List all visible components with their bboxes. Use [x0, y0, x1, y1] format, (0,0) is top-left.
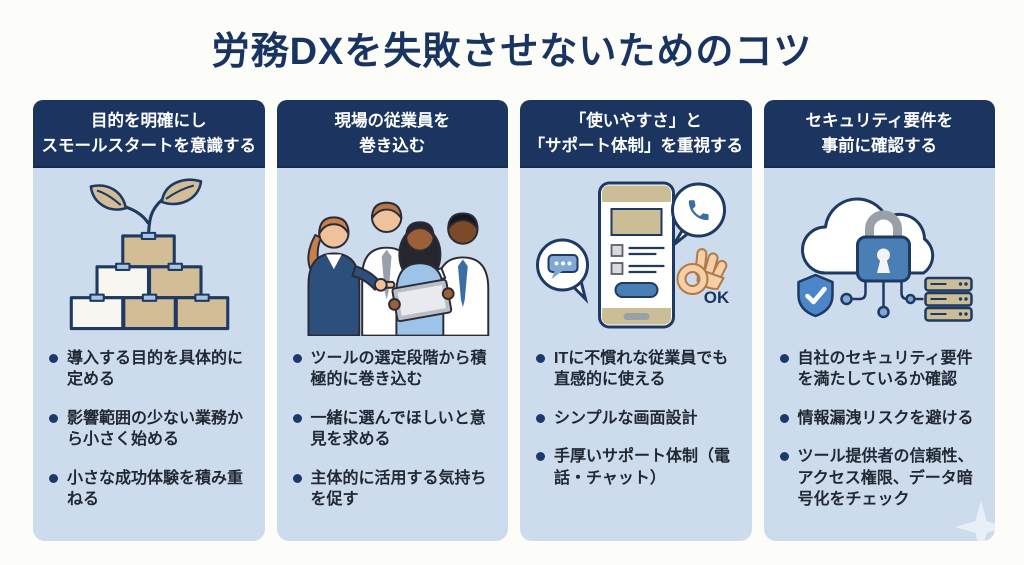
- card-header: 「使いやすさ」と 「サポート体制」を重視する: [520, 100, 752, 168]
- team-icon: [307, 201, 489, 336]
- tips-card-row: 目的を明確にし スモールスタートを意識する: [33, 100, 995, 541]
- sprout-on-blocks-illustration: [33, 168, 265, 342]
- card-header-line: 現場の従業員を: [334, 112, 451, 131]
- bullet-dot-icon: [779, 452, 789, 462]
- bullet-text: 情報漏洩リスクを避ける: [797, 409, 974, 427]
- bullet-item: ツールの選定段階から積極的に巻き込む: [292, 348, 496, 391]
- bullet-list: 自社のセキュリティ要件を満たしているか確認 情報漏洩リスクを避ける ツール提供者…: [764, 348, 996, 528]
- bullet-dot-icon: [49, 413, 58, 423]
- bullet-dot-icon: [779, 413, 789, 423]
- card-header-line: 事前に確認する: [821, 137, 938, 155]
- bullet-dot-icon: [536, 354, 545, 363]
- bullet-item: 情報漏洩リスクを避ける: [779, 408, 983, 429]
- sprout-icon: [70, 178, 230, 330]
- card-header: セキュリティ要件を 事前に確認する: [763, 100, 995, 168]
- card-body: ツールの選定段階から積極的に巻き込む 一緒に選んでほしいと意見を求める 主体的に…: [276, 168, 509, 541]
- bullet-dot-icon: [292, 354, 302, 363]
- card-header: 目的を明確にし スモールスタートを意識する: [33, 100, 265, 168]
- bullet-dot-icon: [536, 452, 545, 462]
- server-icon: [924, 276, 973, 322]
- bullet-item: 小さな成功体験を積み重ねる: [49, 468, 252, 511]
- bullet-text: ITに不慣れな従業員でも直感的に使える: [554, 350, 729, 389]
- card-body: 導入する目的を具体的に定める 影響範囲の少ない業務から小さく始める 小さな成功体…: [33, 168, 265, 541]
- card-header: 現場の従業員を 巻き込む: [276, 100, 508, 168]
- bullet-dot-icon: [49, 473, 58, 483]
- cloud-security-illustration: [764, 168, 996, 342]
- bullet-dot-icon: [292, 413, 302, 423]
- bullet-dot-icon: [779, 354, 789, 363]
- card-header-line: 巻き込む: [359, 137, 426, 155]
- bullet-text: 影響範囲の少ない業務から小さく始める: [67, 409, 244, 449]
- bullet-item: 導入する目的を具体的に定める: [49, 348, 252, 391]
- card-involve-employees: 現場の従業員を 巻き込む: [276, 100, 509, 541]
- bullet-text: 手厚いサポート体制（電話・チャット）: [554, 448, 731, 487]
- card-header-line: スモールスタートを意識する: [41, 137, 257, 155]
- bullet-item: 自社のセキュリティ要件を満たしているか確認: [779, 348, 983, 391]
- bullet-text: シンプルな画面設計: [554, 409, 698, 427]
- bullet-list: ツールの選定段階から積極的に巻き込む 一緒に選んでほしいと意見を求める 主体的に…: [277, 348, 509, 528]
- bullet-text: ツールの選定段階から積極的に巻き込む: [310, 350, 487, 389]
- bullet-dot-icon: [536, 413, 545, 423]
- bullet-item: ITに不慣れな従業員でも直感的に使える: [536, 348, 739, 391]
- bullet-text: 自社のセキュリティ要件を満たしているか確認: [797, 350, 973, 389]
- bullet-text: 主体的に活用する気持ちを促す: [310, 469, 487, 509]
- ok-label: OK: [704, 288, 730, 307]
- bullet-item: 一緒に選んでほしいと意見を求める: [292, 408, 496, 451]
- bullet-list: 導入する目的を具体的に定める 影響範囲の少ない業務から小さく始める 小さな成功体…: [33, 348, 265, 528]
- card-body: OK ITに不慣れな従業員でも直感的に使える シンプルな画面設計 手厚いサポート…: [520, 168, 752, 541]
- card-header-line: 目的を明確にし: [91, 112, 207, 131]
- bullet-text: 一緒に選んでほしいと意見を求める: [310, 409, 486, 449]
- page-title: 労務DXを失敗させないためのコツ: [211, 31, 813, 73]
- bullet-item: 手厚いサポート体制（電話・チャット）: [536, 446, 739, 489]
- ok-hand-icon: OK: [676, 248, 730, 307]
- card-header-line: 「サポート体制」を重視する: [528, 137, 744, 155]
- phone-support-illustration: OK: [520, 168, 752, 342]
- bullet-dot-icon: [292, 473, 302, 483]
- phone-call-bubble-icon: [671, 182, 727, 247]
- card-header-line: セキュリティ要件を: [805, 112, 953, 131]
- bullet-item: シンプルな画面設計: [536, 408, 739, 429]
- card-small-start: 目的を明確にし スモールスタートを意識する: [33, 100, 265, 541]
- shield-check-icon: [797, 273, 834, 318]
- card-usability-support: 「使いやすさ」と 「サポート体制」を重視する: [520, 100, 752, 541]
- phone-support-icon: OK: [536, 181, 730, 329]
- bullet-text: 導入する目的を具体的に定める: [67, 350, 244, 389]
- bullet-item: 主体的に活用する気持ちを促す: [292, 468, 496, 511]
- card-header-line: 「使いやすさ」と: [569, 112, 702, 131]
- cloud-lock-icon: [797, 197, 973, 322]
- bullet-item: 影響範囲の少ない業務から小さく始める: [49, 408, 252, 451]
- card-security-requirements: セキュリティ要件を 事前に確認する: [763, 100, 996, 541]
- bullet-item: ツール提供者の信頼性、アクセス権限、データ暗号化をチェック: [779, 446, 983, 510]
- bullet-text: 小さな成功体験を積み重ねる: [67, 469, 244, 509]
- card-body: 自社のセキュリティ要件を満たしているか確認 情報漏洩リスクを避ける ツール提供者…: [763, 168, 996, 541]
- bullet-list: ITに不慣れな従業員でも直感的に使える シンプルな画面設計 手厚いサポート体制（…: [520, 348, 752, 506]
- bullet-dot-icon: [49, 354, 58, 363]
- bullet-text: ツール提供者の信頼性、アクセス権限、データ暗号化をチェック: [797, 448, 974, 509]
- chat-bubble-icon: [536, 238, 590, 304]
- team-tablet-illustration: [277, 168, 509, 342]
